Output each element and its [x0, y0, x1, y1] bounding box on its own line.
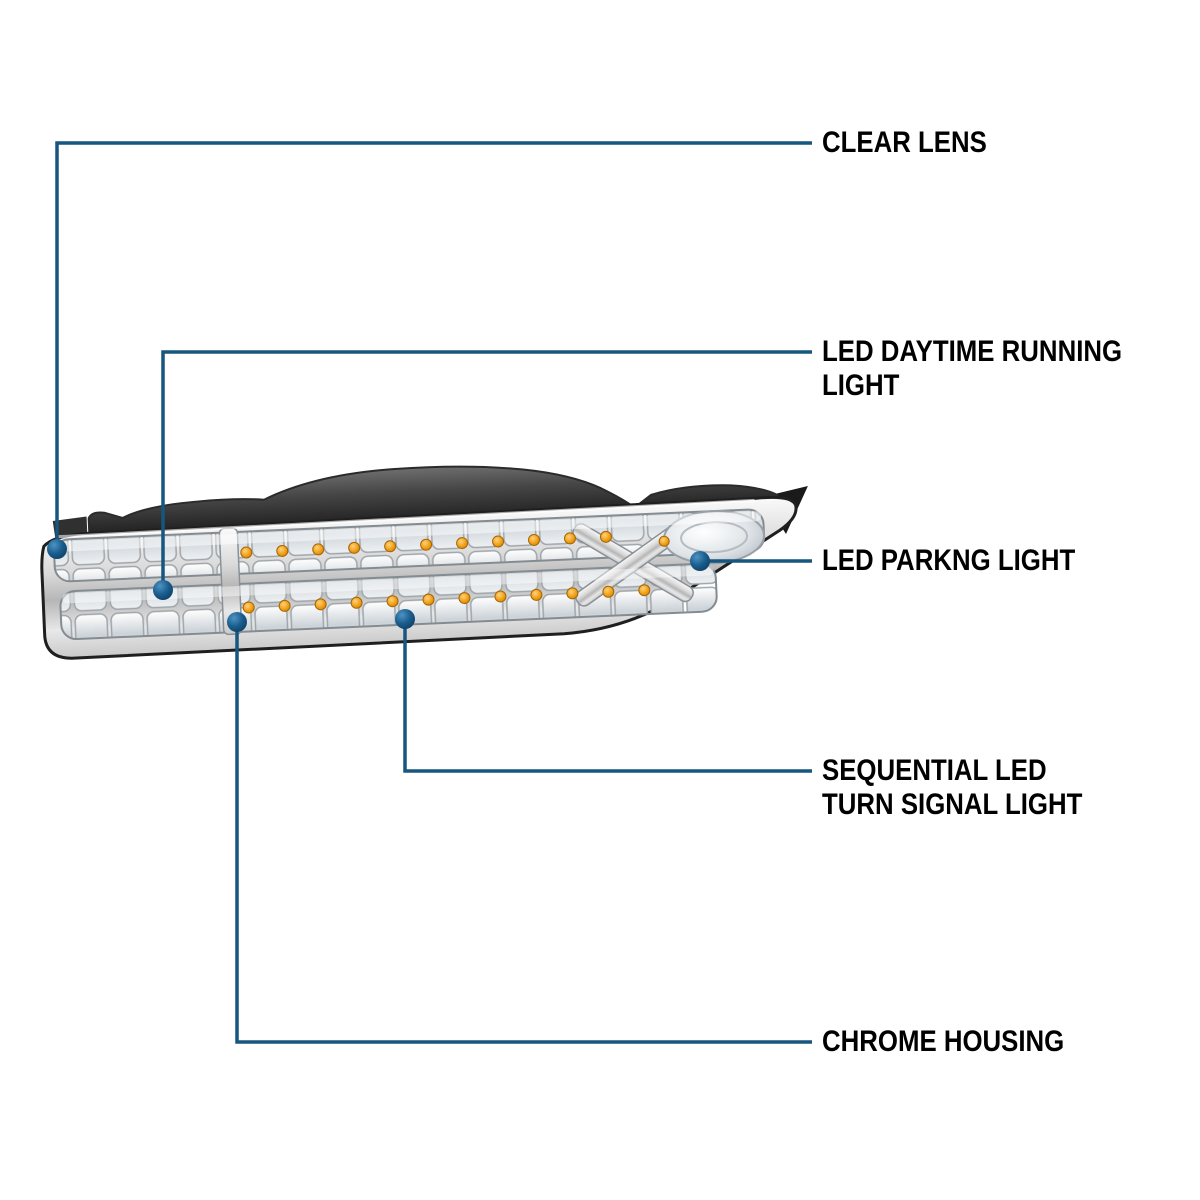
- callout-label-clear-lens: CLEAR LENS: [822, 126, 987, 159]
- rear-housing: [87, 465, 785, 535]
- amber-leds-upper: [240, 530, 612, 559]
- amber-leds-lower: [242, 584, 651, 614]
- callout-dot-led-drl: [153, 580, 173, 600]
- callout-line-sequential-turn: [403, 619, 812, 773]
- callout-label-sequential-turn: SEQUENTIAL LED TURN SIGNAL LIGHT: [822, 754, 1083, 821]
- callout-dot-sequential-turn: [395, 609, 415, 629]
- callout-line-chrome-housing: [235, 622, 812, 1044]
- callout-line-clear-lens: [55, 141, 812, 549]
- face-lip-highlight: [57, 498, 755, 539]
- callout-label-chrome-housing: CHROME HOUSING: [822, 1025, 1065, 1058]
- upper-band-sheen: [55, 511, 762, 552]
- callout-label-led-drl: LED DAYTIME RUNNING LIGHT: [822, 335, 1123, 402]
- callout-dot-clear-lens: [47, 539, 67, 559]
- lower-band-sheen: [62, 565, 714, 604]
- callout-line-led-drl: [161, 350, 812, 590]
- callout-dot-chrome-housing: [227, 612, 247, 632]
- callout-dot-led-parking: [690, 551, 710, 571]
- callout-label-led-parking: LED PARKNG LIGHT: [822, 544, 1076, 577]
- callout-lines: [55, 141, 812, 1044]
- callout-dots: [47, 539, 710, 632]
